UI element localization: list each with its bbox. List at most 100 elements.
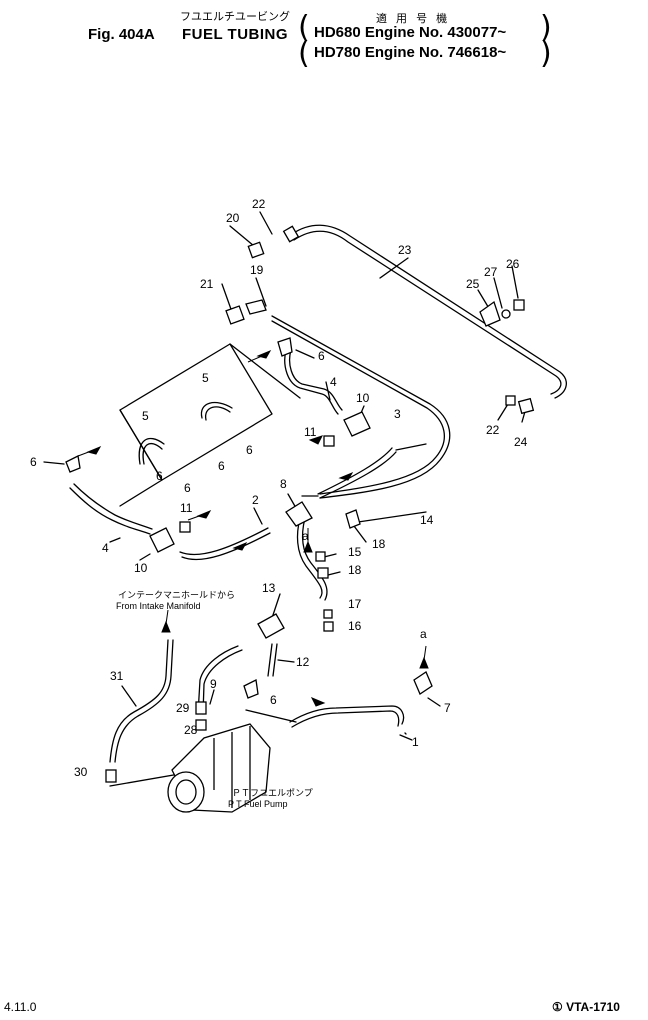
part-15-bolt xyxy=(315,551,326,562)
pump-label-en: P T Fuel Pump xyxy=(228,799,288,809)
part-10-clamp-lower xyxy=(149,527,175,553)
callout-28: 28 xyxy=(184,723,198,737)
bracket-right-1: ) xyxy=(540,10,552,45)
tube-3 xyxy=(317,447,393,495)
part-6-elbow-left xyxy=(65,455,81,473)
callout-30: 30 xyxy=(74,765,88,779)
tube-12 xyxy=(267,643,273,677)
flow-arrow-a xyxy=(303,540,313,553)
callout-20: 20 xyxy=(226,211,240,225)
applicability-japanese: 適 用 号 機 xyxy=(376,13,451,25)
engine-applicability-2: HD780 Engine No. 746618~ xyxy=(314,44,507,61)
callout-11-upper: 11 xyxy=(304,425,317,439)
callout-6-inset-b: 6 xyxy=(218,459,225,473)
tube-29 xyxy=(197,645,239,715)
flow-arrow xyxy=(310,697,326,707)
callout-1: 1 xyxy=(412,735,419,749)
callout-2: 2 xyxy=(252,493,259,507)
tube-23-line-a xyxy=(291,224,567,399)
callout-21: 21 xyxy=(200,277,214,291)
callout-23: 23 xyxy=(398,243,412,257)
bracket-left-1: ( xyxy=(298,10,310,45)
callout-6-left: 6 xyxy=(30,455,37,469)
tube-31 xyxy=(109,639,169,763)
engine-applicability-1: HD680 Engine No. 430077~ xyxy=(314,24,507,41)
part-18-clip-lower xyxy=(317,567,329,579)
callout-10-lower: 10 xyxy=(134,561,148,575)
part-11-bolt-upper xyxy=(323,435,335,447)
bracket-right-2: ) xyxy=(540,36,552,71)
callout-9: 9 xyxy=(210,677,217,691)
part-9-fitting xyxy=(195,701,207,715)
callout-5-lower: 5 xyxy=(142,409,149,423)
flow-arrow xyxy=(232,541,248,551)
flow-arrow-a xyxy=(419,656,429,669)
callout-6-inset-a: 6 xyxy=(246,443,253,457)
part-6-elbow-lower xyxy=(243,679,259,699)
part-22-fitting-right xyxy=(505,395,516,406)
callout-31: 31 xyxy=(110,669,124,683)
part-21-connector xyxy=(225,305,245,325)
tube-23-line-b xyxy=(293,230,562,395)
tube-1 xyxy=(289,705,405,725)
part-16-bolt xyxy=(323,621,334,632)
callout-25: 25 xyxy=(466,277,480,291)
callout-19: 19 xyxy=(250,263,264,277)
part-10-clamp-upper xyxy=(343,411,371,437)
part-7-elbow xyxy=(413,671,433,695)
title-japanese: フユエルチユービング xyxy=(180,11,290,23)
callout-27: 27 xyxy=(484,265,498,279)
callout-6-lower: 6 xyxy=(270,693,277,707)
part-28-fitting xyxy=(195,719,207,731)
ref-mark-a-right: a xyxy=(420,627,427,641)
callout-4-left: 4 xyxy=(102,541,109,555)
part-19-elbow xyxy=(245,299,267,315)
callout-3: 3 xyxy=(394,407,401,421)
part-17-washer xyxy=(323,609,333,619)
callout-6-inset-c: 6 xyxy=(184,481,191,495)
callout-6-inset-d: 6 xyxy=(156,469,163,483)
part-6-elbow-top xyxy=(277,337,293,357)
flow-arrow-intake xyxy=(161,620,171,633)
callout-4-upper: 4 xyxy=(330,375,337,389)
bracket-left-2: ( xyxy=(298,36,310,71)
callout-5-upper: 5 xyxy=(202,371,209,385)
callout-11-lower: 11 xyxy=(180,501,193,515)
callout-12: 12 xyxy=(296,655,310,669)
callout-18-upper: 18 xyxy=(372,537,386,551)
detail-tube-5a xyxy=(138,438,165,465)
drawing-reference: ① VTA-1710 xyxy=(552,1000,620,1014)
flow-arrow xyxy=(196,509,212,519)
detail-tube-5b xyxy=(200,401,233,419)
part-27-washer xyxy=(501,309,511,319)
callout-17: 17 xyxy=(348,597,362,611)
callout-16: 16 xyxy=(348,619,362,633)
callout-22-top: 22 xyxy=(252,197,266,211)
callout-8: 8 xyxy=(280,477,287,491)
callout-24: 24 xyxy=(514,435,528,449)
intake-label-en: From Intake Manifold xyxy=(116,601,201,611)
part-13-clamp xyxy=(257,613,285,639)
callout-15: 15 xyxy=(348,545,362,559)
part-26-bolt xyxy=(513,299,525,311)
callout-18-lower: 18 xyxy=(348,563,362,577)
ref-mark-a-left: a xyxy=(302,529,309,543)
part-24-nut xyxy=(517,397,535,415)
tube-18-13 xyxy=(296,517,323,599)
part-11-bolt-lower xyxy=(179,521,191,533)
part-20-nut xyxy=(247,241,265,259)
callout-6-top: 6 xyxy=(318,349,325,363)
part-8-clamp xyxy=(285,501,313,527)
callout-7: 7 xyxy=(444,701,451,715)
callout-22-right: 22 xyxy=(486,423,500,437)
figure-title: FUEL TUBING xyxy=(182,26,289,43)
part-22-fitting-top xyxy=(282,225,300,243)
part-18-clip-upper xyxy=(345,509,361,529)
tube-4-left xyxy=(69,487,151,535)
page-number: 4.11.0 xyxy=(4,1000,37,1014)
callout-10-upper: 10 xyxy=(356,391,370,405)
tube-14-line-b xyxy=(271,320,445,495)
intake-label-jp: インテークマニホールドから xyxy=(118,590,235,600)
